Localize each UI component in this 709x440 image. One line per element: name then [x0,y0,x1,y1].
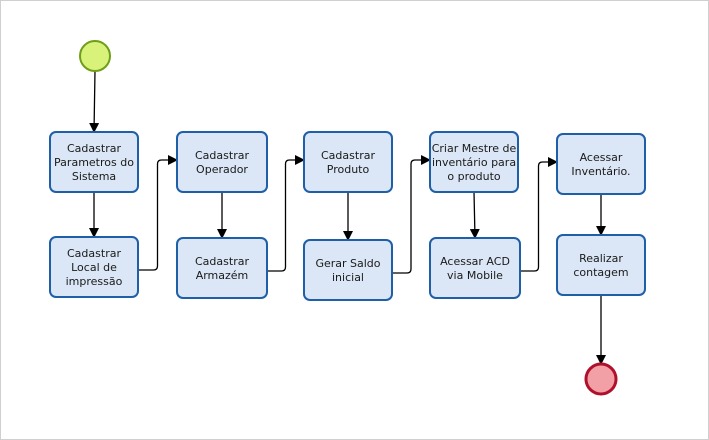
task-label-line: inicial [332,271,364,284]
task-label-line: inventário para [432,156,516,169]
task-label-line: Cadastrar [195,149,249,162]
start-event [79,40,111,72]
task-label-line: Gerar Saldo [315,257,380,270]
task-box [303,131,393,193]
flow-arrow-gerar-saldo-to-criar-mestre [392,155,431,274]
task-box [556,234,646,296]
flow-arrow-cadastrar-armazem-to-cadastrar-produto [267,155,305,272]
task-label-line: Inventário. [571,165,630,178]
task-box [49,131,139,193]
task-box [429,131,519,193]
task-label-line: Cadastrar [321,149,375,162]
task-label-line: Cadastrar [67,247,121,260]
task-label-line: Realizar [579,252,623,265]
task-label-line: impressão [66,275,123,288]
task-label-line: Parametros do [54,156,134,169]
task-label-line: Armazém [196,269,249,282]
task-label-line: contagem [573,266,628,279]
end-event [584,362,618,396]
task-label-line: Cadastrar [195,255,249,268]
task-box [176,237,268,299]
flow-arrow-criar-mestre-to-acessar-acd [469,191,480,239]
task-label-line: Operador [196,163,248,176]
flow-arrow-acessar-acd-to-acessar-inventario [520,157,558,272]
task-label-line: Local de [71,261,117,274]
flow-arrow-start-to-cadastrar-parametros [89,70,100,133]
flow-arrow-cadastrar-local-to-cadastrar-operador [138,155,178,271]
task-label-line: o produto [447,170,500,183]
task-label-line: Cadastrar [67,142,121,155]
task-box [49,236,139,298]
task-box [176,131,268,193]
task-label-line: Acessar ACD [440,255,510,268]
task-label-line: Produto [327,163,370,176]
task-box [556,133,646,195]
task-box [303,239,393,301]
task-label-line: via Mobile [447,269,503,282]
connector-layer [89,70,606,365]
task-box [429,237,521,299]
task-label-line: Sistema [72,170,116,183]
task-label-line: Acessar [580,151,623,164]
task-label-line: Criar Mestre de [432,142,517,155]
